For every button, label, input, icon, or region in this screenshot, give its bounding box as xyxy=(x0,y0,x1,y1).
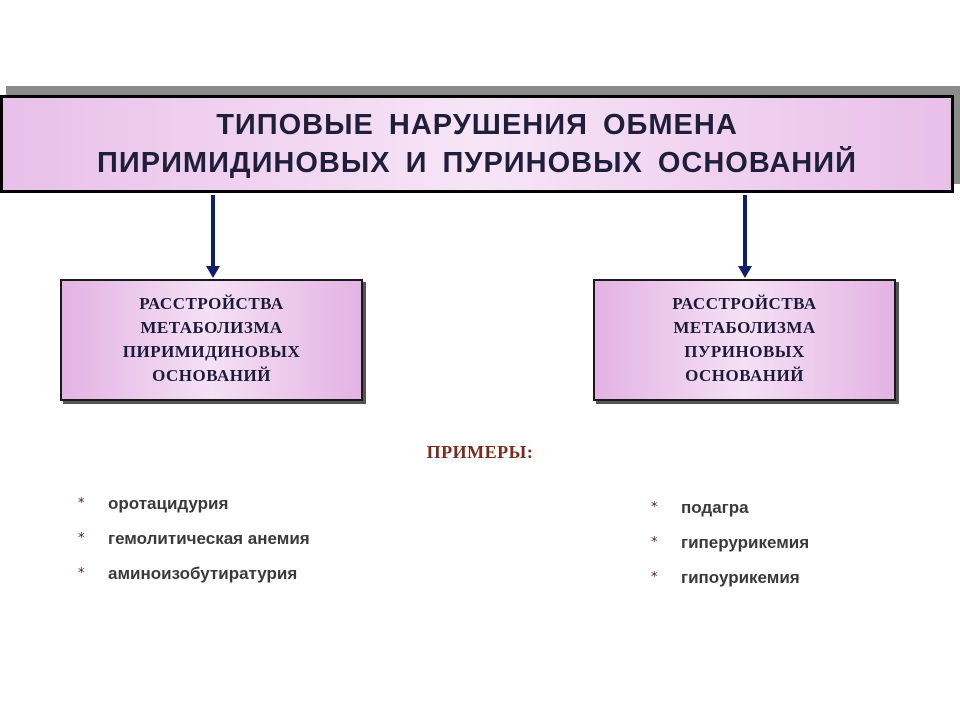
title-box: ТИПОВЫЕ НАРУШЕНИЯ ОБМЕНА ПИРИМИДИНОВЫХ И… xyxy=(0,95,954,193)
asterisk-bullet-icon: * xyxy=(78,496,85,511)
pyrimidine-examples-list: * оротацидурия * гемолитическая анемия *… xyxy=(78,486,310,591)
example-text: аминоизобутиратурия xyxy=(108,563,298,583)
list-item: * аминоизобутиратурия xyxy=(78,556,310,591)
asterisk-bullet-icon: * xyxy=(78,531,85,546)
category-line: МЕТАБОЛИЗМА xyxy=(140,318,283,337)
list-item: * гиперурикемия xyxy=(651,525,809,560)
list-item: * подагра xyxy=(651,490,809,525)
asterisk-bullet-icon: * xyxy=(78,566,85,581)
pyrimidine-disorders-box: РАССТРОЙСТВА МЕТАБОЛИЗМА ПИРИМИДИНОВЫХ О… xyxy=(60,279,363,401)
asterisk-bullet-icon: * xyxy=(651,500,658,515)
title-line-2: ПИРИМИДИНОВЫХ И ПУРИНОВЫХ ОСНОВАНИЙ xyxy=(97,147,857,179)
list-item: * гипоурикемия xyxy=(651,560,809,595)
title-line-1: ТИПОВЫЕ НАРУШЕНИЯ ОБМЕНА xyxy=(216,109,738,141)
category-line: РАССТРОЙСТВА xyxy=(672,294,817,313)
left-arrowhead-icon xyxy=(206,266,220,278)
example-text: гипоурикемия xyxy=(681,567,800,587)
list-item: * оротацидурия xyxy=(78,486,310,521)
asterisk-bullet-icon: * xyxy=(651,570,658,585)
example-text: гиперурикемия xyxy=(681,532,810,552)
purine-disorders-box: РАССТРОЙСТВА МЕТАБОЛИЗМА ПУРИНОВЫХ ОСНОВ… xyxy=(593,279,896,401)
category-line: ОСНОВАНИЙ xyxy=(685,366,804,385)
category-line: МЕТАБОЛИЗМА xyxy=(673,318,816,337)
left-connector-line xyxy=(211,195,215,267)
category-line: ПИРИМИДИНОВЫХ xyxy=(122,342,301,361)
category-line: РАССТРОЙСТВА xyxy=(139,294,284,313)
right-arrowhead-icon xyxy=(738,266,752,278)
examples-heading: ПРИМЕРЫ: xyxy=(426,442,534,462)
list-item: * гемолитическая анемия xyxy=(78,521,310,556)
example-text: подагра xyxy=(681,497,749,517)
category-line: ОСНОВАНИЙ xyxy=(152,366,271,385)
example-text: гемолитическая анемия xyxy=(108,528,310,548)
purine-examples-list: * подагра * гиперурикемия * гипоурикемия xyxy=(651,490,809,595)
category-line: ПУРИНОВЫХ xyxy=(684,342,805,361)
right-connector-line xyxy=(743,195,747,267)
example-text: оротацидурия xyxy=(108,493,229,513)
asterisk-bullet-icon: * xyxy=(651,535,658,550)
